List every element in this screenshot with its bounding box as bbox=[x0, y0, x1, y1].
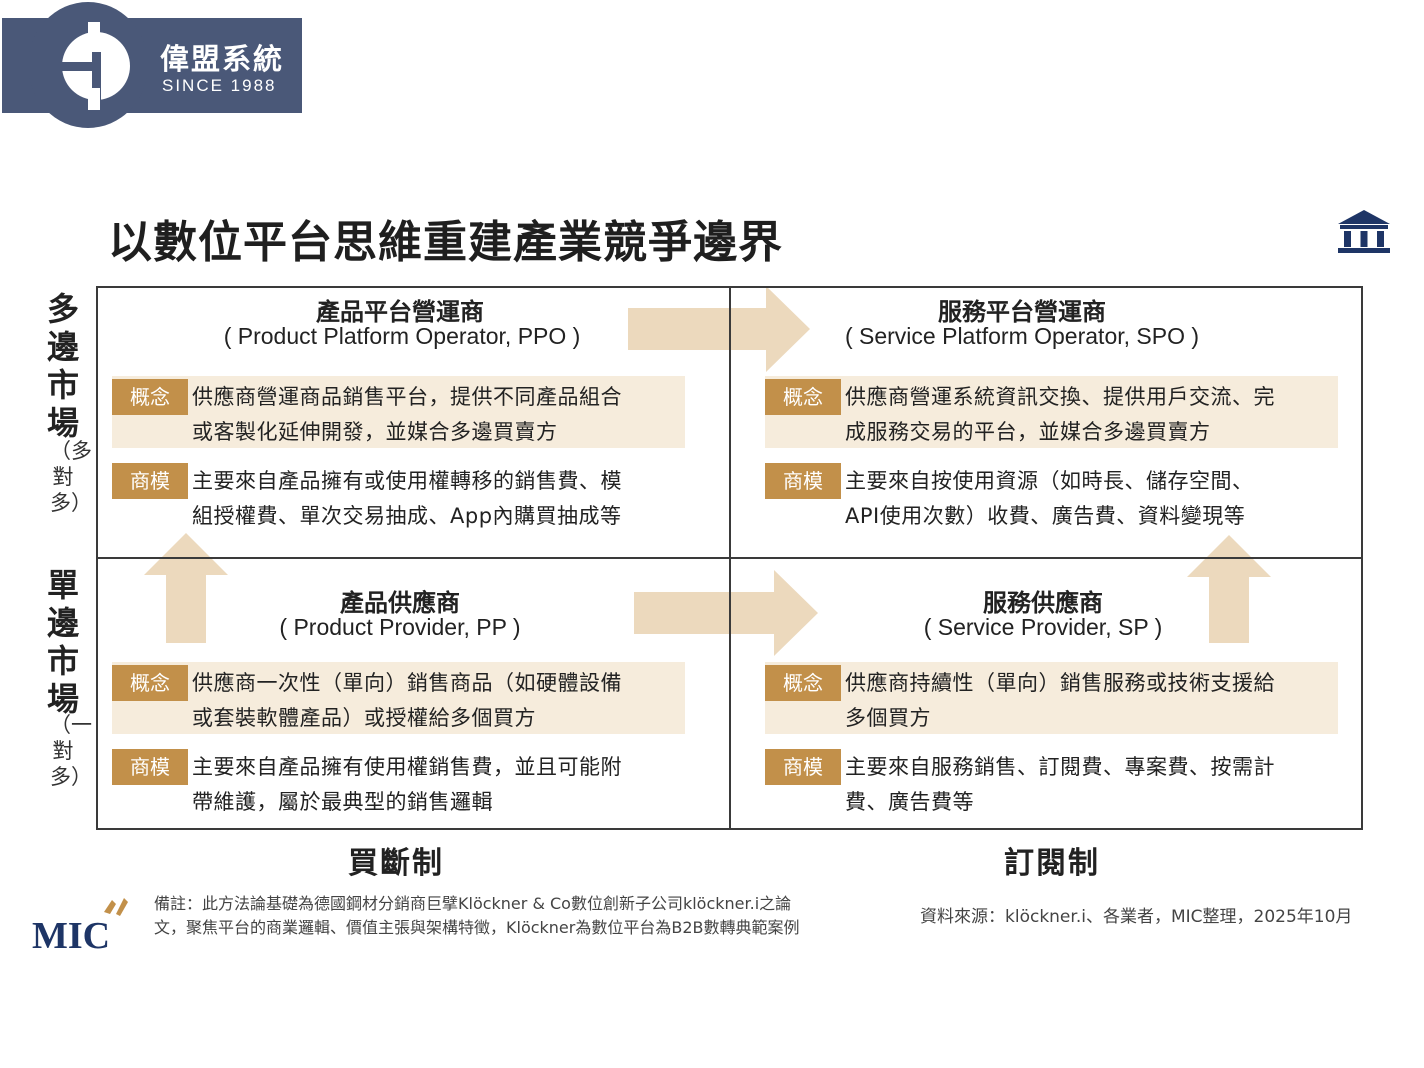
axis-sub-multi-sided: （多對多） bbox=[50, 439, 92, 515]
brand-since: SINCE 1988 bbox=[162, 76, 277, 95]
arrow-right-bottom bbox=[634, 570, 818, 656]
arrow-up-left bbox=[144, 533, 228, 643]
data-source: 資料來源：klöckner.i、各業者，MIC整理，2025年10月 bbox=[920, 907, 1353, 927]
axis-label-multi-sided: 多邊市場 bbox=[46, 290, 79, 442]
concept-tag: 概念 bbox=[112, 379, 188, 415]
brand-name: 偉盟系統 bbox=[160, 42, 285, 76]
spo-model-row: 商模 主要來自按使用資源（如時長、儲存空間、 API使用次數）收費、廣告費、資料… bbox=[765, 460, 1338, 532]
spo-concept-text: 供應商營運系統資訊交換、提供用戶交流、完 成服務交易的平台，並媒合多邊買賣方 bbox=[845, 385, 1275, 444]
institution-icon bbox=[1338, 210, 1390, 253]
spo-model-text: 主要來自按使用資源（如時長、儲存空間、 API使用次數）收費、廣告費、資料變現等 bbox=[845, 469, 1254, 528]
axis-sub-single-sided: （一對多） bbox=[50, 713, 92, 789]
pp-model-row: 商模 主要來自產品擁有使用權銷售費，並且可能附 帶維護，屬於最典型的銷售邏輯 bbox=[112, 746, 685, 818]
ppo-concept-row: 概念 供應商營運商品銷售平台，提供不同產品組合 或客製化延伸開發，並媒合多邊買賣… bbox=[112, 376, 685, 448]
arrow-up-right bbox=[1187, 535, 1271, 643]
sp-concept-row: 概念 供應商持續性（單向）銷售服務或技術支援給 多個買方 bbox=[765, 662, 1338, 734]
ppo-subtitle: ( Product Platform Operator, PPO ) bbox=[223, 323, 581, 349]
page-title: 以數位平台思維重建產業競爭邊界 bbox=[108, 217, 783, 268]
pp-concept-row: 概念 供應商一次性（單向）銷售商品（如硬體設備 或套裝軟體產品）或授權給多個買方 bbox=[112, 662, 685, 734]
ppo-concept-text: 供應商營運商品銷售平台，提供不同產品組合 或客製化延伸開發，並媒合多邊買賣方 bbox=[192, 385, 622, 444]
axis-label-single-sided: 單邊市場 bbox=[46, 566, 79, 718]
concept-tag: 概念 bbox=[765, 379, 841, 415]
spo-title: 服務平台營運商 bbox=[938, 298, 1106, 326]
brand-logo-icon bbox=[62, 22, 130, 110]
footnote: 備註：此方法論基礎為德國鋼材分銷商巨擘Klöckner & Co數位創新子公司k… bbox=[154, 894, 800, 937]
spo-concept-row: 概念 供應商營運系統資訊交換、提供用戶交流、完 成服務交易的平台，並媒合多邊買賣… bbox=[765, 376, 1338, 448]
axis-label-subscription: 訂閱制 bbox=[1004, 846, 1100, 881]
sp-subtitle: ( Service Provider, SP ) bbox=[923, 614, 1163, 640]
pp-title: 產品供應商 bbox=[340, 589, 460, 617]
svg-text:MIC: MIC bbox=[32, 915, 110, 952]
ppo-model-row: 商模 主要來自產品擁有或使用權轉移的銷售費、模 組授權費、單次交易抽成、App內… bbox=[112, 460, 685, 532]
pp-concept-text: 供應商一次性（單向）銷售商品（如硬體設備 或套裝軟體產品）或授權給多個買方 bbox=[192, 671, 622, 730]
concept-tag: 概念 bbox=[765, 665, 841, 701]
model-tag: 商模 bbox=[765, 749, 841, 785]
pp-subtitle: ( Product Provider, PP ) bbox=[279, 614, 521, 640]
sp-model-text: 主要來自服務銷售、訂閱費、專案費、按需計 費、廣告費等 bbox=[845, 755, 1275, 814]
sp-concept-text: 供應商持續性（單向）銷售服務或技術支援給 多個買方 bbox=[845, 671, 1275, 730]
ppo-model-text: 主要來自產品擁有或使用權轉移的銷售費、模 組授權費、單次交易抽成、App內購買抽… bbox=[192, 469, 622, 528]
mic-logo: MIC bbox=[32, 898, 128, 952]
sp-title: 服務供應商 bbox=[983, 589, 1103, 617]
model-tag: 商模 bbox=[765, 463, 841, 499]
ppo-title: 產品平台營運商 bbox=[316, 298, 484, 326]
model-tag: 商模 bbox=[112, 749, 188, 785]
arrow-right-top bbox=[628, 286, 810, 372]
axis-label-buyout: 買斷制 bbox=[348, 846, 444, 881]
matrix-horizontal-divider bbox=[96, 557, 1363, 559]
sp-model-row: 商模 主要來自服務銷售、訂閱費、專案費、按需計 費、廣告費等 bbox=[765, 746, 1338, 818]
model-tag: 商模 bbox=[112, 463, 188, 499]
spo-subtitle: ( Service Platform Operator, SPO ) bbox=[844, 323, 1200, 349]
concept-tag: 概念 bbox=[112, 665, 188, 701]
pp-model-text: 主要來自產品擁有使用權銷售費，並且可能附 帶維護，屬於最典型的銷售邏輯 bbox=[192, 755, 622, 814]
